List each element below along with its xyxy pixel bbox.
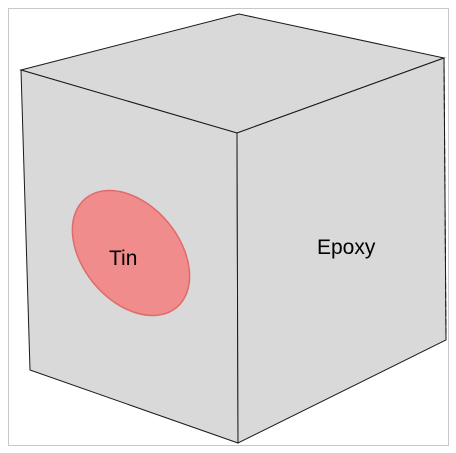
epoxy-label: Epoxy bbox=[317, 236, 376, 259]
tin-inclusion bbox=[71, 189, 191, 317]
tin-label: Tin bbox=[109, 247, 137, 270]
cube-right-edge-dashed bbox=[443, 57, 447, 341]
figure-frame bbox=[8, 8, 449, 446]
